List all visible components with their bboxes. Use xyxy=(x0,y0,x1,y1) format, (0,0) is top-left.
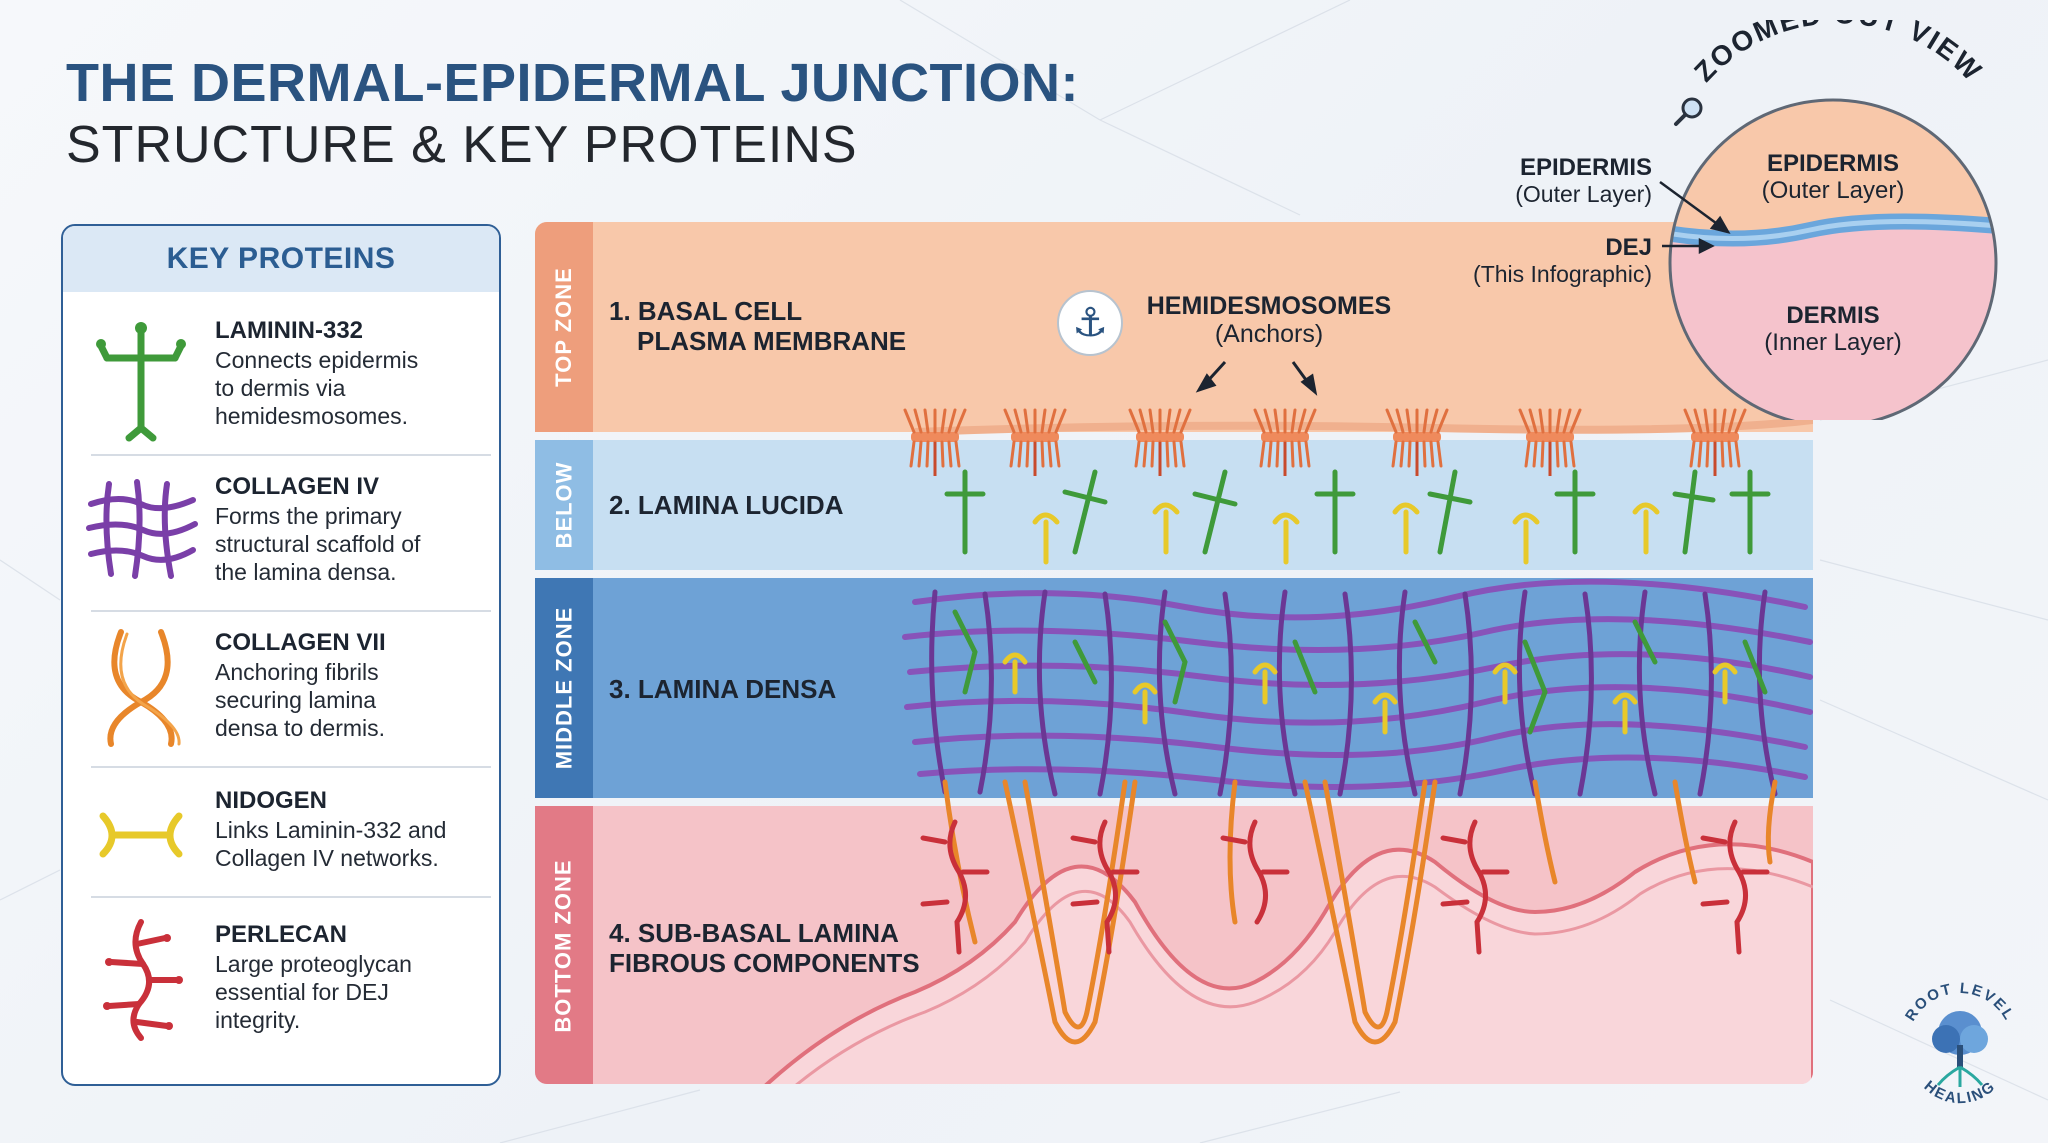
key-proteins-header: KEY PROTEINS xyxy=(63,226,499,292)
zoom-title: ZOOMED OUT VIEW xyxy=(1688,20,1988,88)
protein-desc-line: essential for DEJ xyxy=(215,979,389,1005)
hemidesmosomes-layer xyxy=(903,408,1747,476)
zone-top-bg xyxy=(535,222,1813,432)
title-line-2: STRUCTURE & KEY PROTEINS xyxy=(66,116,858,174)
protein-desc-line: Connects epidermis xyxy=(215,347,419,373)
hemidesmosome xyxy=(1128,408,1192,476)
protein-desc-line: Links Laminin-332 and xyxy=(215,817,447,843)
hemidesmosomes-annotation: HEMIDESMOSOMES (Anchors) xyxy=(1146,292,1392,348)
protein-desc-line: structural scaffold of xyxy=(215,531,421,557)
dej-diagram: TOP ZONE BELOW MIDDLE ZONE BOTTOM ZONE 1… xyxy=(535,222,1815,1086)
divider xyxy=(91,896,491,898)
hemidesmosome xyxy=(1385,408,1449,476)
zoomed-out-view: ZOOMED OUT VIEW EPIDERMIS (Outer Layer) … xyxy=(1420,20,2020,420)
protein-desc-line: Forms the primary xyxy=(215,503,402,529)
zone-bottom-tab-label: BOTTOM ZONE xyxy=(551,859,576,1033)
zone-middle-tab-label: MIDDLE ZONE xyxy=(551,606,576,770)
zoom-epidermis-label: EPIDERMIS (Outer Layer) xyxy=(1761,150,1905,204)
protein-desc-line: Anchoring fibrils xyxy=(215,659,379,685)
protein-desc-line: Collagen IV networks. xyxy=(215,845,439,871)
protein-desc-line: Large proteoglycan xyxy=(215,951,412,977)
protein-desc-line: integrity. xyxy=(215,1007,301,1033)
protein-desc-line: the lamina densa. xyxy=(215,559,397,585)
hemidesmosome xyxy=(1253,408,1317,476)
title-line-1: THE DERMAL-EPIDERMAL JUNCTION: xyxy=(66,53,1079,113)
side-dej-label: DEJ (This Infographic) xyxy=(1473,234,1652,287)
protein-name: PERLECAN xyxy=(215,921,348,948)
zone-below-tab xyxy=(535,440,593,570)
zoom-dermis-label: DERMIS (Inner Layer) xyxy=(1764,302,1902,356)
zone-top-tab xyxy=(535,222,593,432)
protein-desc-line: securing lamina xyxy=(215,687,377,713)
protein-desc-line: hemidesmosomes. xyxy=(215,403,409,429)
magnifier-icon xyxy=(1674,97,1703,126)
tree-icon xyxy=(1932,1011,1988,1087)
divider xyxy=(91,610,491,612)
dej-layers-svg xyxy=(535,222,1813,1084)
protein-name: COLLAGEN IV xyxy=(215,473,380,500)
protein-name: NIDOGEN xyxy=(215,787,328,814)
divider xyxy=(91,766,491,768)
zone-top-tab-label: TOP ZONE xyxy=(551,267,576,387)
zone-middle-tab xyxy=(535,578,593,798)
zone-label-lamina-densa: 3. LAMINA DENSA xyxy=(609,674,837,704)
divider xyxy=(91,454,491,456)
perlecan-icon xyxy=(103,919,183,1041)
hemidesmosome xyxy=(1003,408,1067,476)
protein-name: LAMININ-332 xyxy=(215,317,364,344)
dermal-papillae-inner xyxy=(794,867,1813,1084)
protein-desc-line: to dermis via xyxy=(215,375,346,401)
nidogen-icon xyxy=(99,812,183,858)
collagen-iv-icon xyxy=(86,479,198,579)
zoom-circle-svg: ZOOMED OUT VIEW xyxy=(1659,20,1998,420)
dermal-papillae xyxy=(759,842,1813,1084)
key-proteins-panel: KEY PROTEINS LAMININ-332 Connects epider… xyxy=(61,224,501,1086)
collagen-vii-icon xyxy=(107,629,181,747)
side-epidermis-label: EPIDERMIS (Outer Layer) xyxy=(1515,154,1652,207)
anchor-icon: ⚓ xyxy=(1057,290,1123,356)
zone-below-bg xyxy=(535,440,1813,570)
page-title: THE DERMAL-EPIDERMAL JUNCTION: STRUCTURE… xyxy=(66,52,1079,176)
root-level-healing-logo: ROOT LEVEL HEALING xyxy=(1902,980,2016,1107)
laminin-icon xyxy=(96,322,186,442)
protein-desc-line: densa to dermis. xyxy=(215,715,386,741)
zone-label-sub-basal: 4. SUB-BASAL LAMINA FIBROUS COMPONENTS xyxy=(609,918,920,978)
protein-name: COLLAGEN VII xyxy=(215,629,386,656)
zone-label-lamina-lucida: 2. LAMINA LUCIDA xyxy=(609,490,844,520)
hemidesmosome xyxy=(1683,408,1747,476)
zone-label-basal-cell: 1. BASAL CELL PLASMA MEMBRANE xyxy=(609,296,907,356)
hemidesmosome xyxy=(903,408,967,476)
zone-below-tab-label: BELOW xyxy=(551,461,577,549)
hemidesmosome xyxy=(1518,408,1582,476)
zone-bottom-tab xyxy=(535,806,593,1084)
